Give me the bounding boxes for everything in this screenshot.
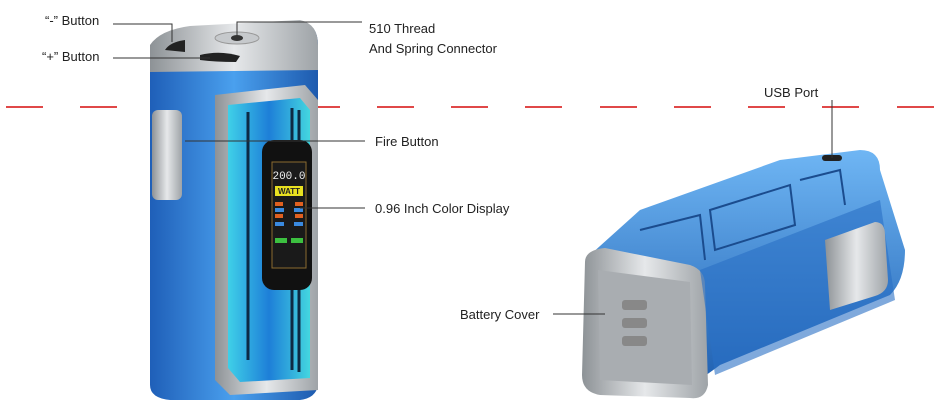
- screen-unit: WATT: [278, 187, 300, 196]
- screen-power-value: 200.0: [272, 171, 305, 183]
- label-battery-cover: Battery Cover: [460, 307, 540, 322]
- label-fire-button: Fire Button: [375, 134, 439, 149]
- label-color-display: 0.96 Inch Color Display: [375, 201, 510, 216]
- leader-lines: [113, 21, 833, 315]
- label-spring-connector: And Spring Connector: [369, 41, 497, 56]
- plus-button[interactable]: [200, 52, 240, 62]
- label-minus-button: “-” Button: [45, 13, 100, 28]
- device-front-view: 200.0 WATT: [150, 20, 318, 400]
- device-rear-view: [582, 150, 905, 399]
- minus-button[interactable]: [165, 40, 185, 52]
- fire-button[interactable]: [152, 110, 182, 200]
- label-plus-button: “+” Button: [42, 49, 100, 64]
- label-usb-port: USB Port: [764, 85, 819, 100]
- label-510-thread: 510 Thread: [369, 21, 436, 36]
